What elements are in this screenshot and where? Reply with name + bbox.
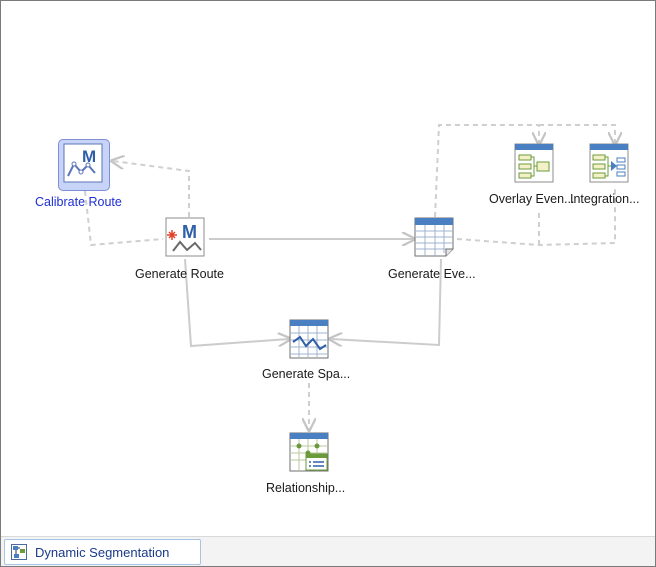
connector-events-to-integration xyxy=(539,124,615,143)
connector-route-to-spatial xyxy=(184,258,289,348)
diagram-tab-icon xyxy=(11,544,27,560)
overlay-icon[interactable] xyxy=(514,143,554,183)
node-label[interactable]: Calibrate Route xyxy=(35,195,122,209)
connector-events-to-spatial xyxy=(331,258,442,345)
svg-text:M: M xyxy=(82,147,96,166)
connector-layer xyxy=(84,124,655,536)
node-label[interactable]: Relationship... xyxy=(266,481,346,495)
connector-events-bottom-bus xyxy=(456,189,616,247)
tab-label: Dynamic Segmentation xyxy=(35,544,170,560)
relationship-icon[interactable] xyxy=(289,432,329,472)
connector-calibrate-loop xyxy=(84,190,164,247)
node-label[interactable]: Integration... xyxy=(570,192,640,206)
tab-dynamic-segmentation[interactable]: Dynamic Segmentation xyxy=(4,539,201,565)
node-label[interactable]: Overlay Even... xyxy=(489,192,575,206)
node-label[interactable]: Generate Route xyxy=(135,267,224,281)
connector-events-to-overlay xyxy=(434,124,539,218)
route-m-icon[interactable]: M xyxy=(165,217,205,257)
route-m-icon[interactable]: M xyxy=(63,143,103,183)
connector-route-to-calibrate xyxy=(113,161,190,217)
svg-text:M: M xyxy=(182,222,197,242)
node-label[interactable]: Generate Eve... xyxy=(388,267,476,281)
tab-bar: Dynamic Segmentation xyxy=(1,536,655,566)
diagram-canvas[interactable]: M Calibrate Route M Generate Route xyxy=(1,1,655,536)
spatial-table-icon[interactable] xyxy=(289,319,329,359)
event-table-icon[interactable] xyxy=(414,217,454,257)
integration-icon[interactable] xyxy=(589,143,629,183)
node-label[interactable]: Generate Spa... xyxy=(262,367,351,381)
